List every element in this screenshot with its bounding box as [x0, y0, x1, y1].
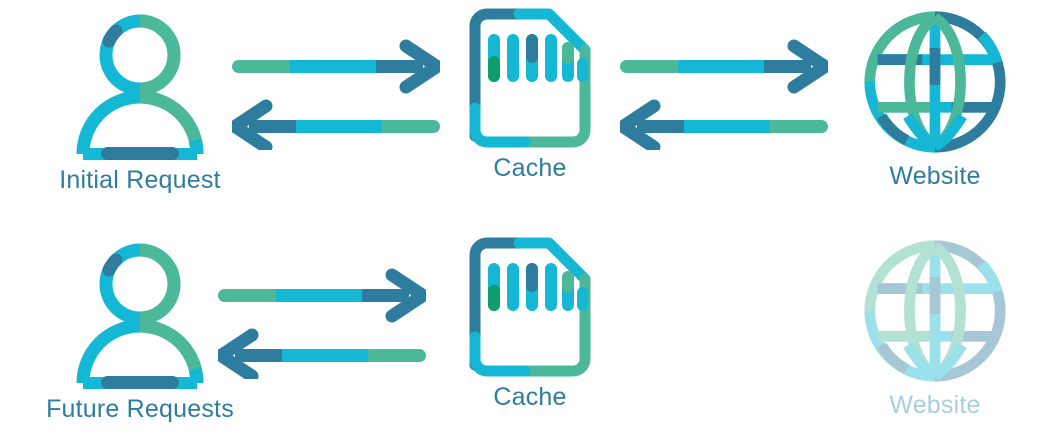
node-cache-future[interactable]: Cache	[450, 237, 610, 412]
memory-card-icon	[469, 8, 591, 148]
node-label-cache: Cache	[493, 154, 567, 182]
arrow-left-icon	[228, 99, 440, 154]
user-icon	[73, 237, 207, 389]
arrow-right-icon	[218, 268, 430, 323]
user-icon	[73, 8, 207, 160]
globe-icon	[862, 237, 1008, 385]
initial-request-row: Initial Request	[40, 8, 1030, 195]
memory-card-icon	[469, 237, 591, 377]
arrow-left-icon	[616, 99, 828, 154]
connection-user-cache-row1	[228, 38, 444, 154]
node-label-user: Future Requests	[46, 395, 234, 423]
node-user-initial-request[interactable]: Initial Request	[40, 8, 240, 195]
cache-bars	[488, 263, 588, 311]
connection-cache-website-row1	[616, 38, 832, 154]
arrow-right-icon	[620, 39, 832, 94]
globe-icon	[862, 8, 1008, 156]
arrow-right-icon	[232, 39, 444, 94]
node-website-future-inactive[interactable]: Website	[840, 237, 1030, 420]
cache-bars	[488, 34, 588, 82]
node-label-website: Website	[889, 391, 981, 419]
node-label-website: Website	[889, 162, 981, 190]
node-label-user: Initial Request	[59, 166, 221, 194]
node-user-future-requests[interactable]: Future Requests	[22, 237, 258, 424]
arrow-left-icon	[214, 328, 426, 383]
future-requests-row: Future Requests	[0, 219, 1050, 438]
node-label-cache: Cache	[493, 383, 567, 411]
node-cache-initial[interactable]: Cache	[450, 8, 610, 183]
connection-user-cache-row2	[214, 267, 430, 383]
node-website-initial[interactable]: Website	[840, 8, 1030, 191]
